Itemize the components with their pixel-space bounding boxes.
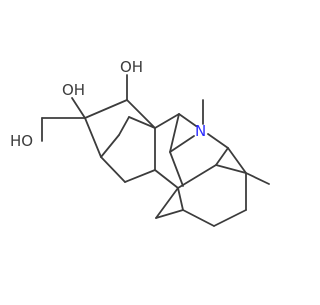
molecule-svg: OH OH HO N (10, 58, 270, 227)
bond (177, 164, 217, 189)
bond (84, 99, 128, 119)
bond (182, 209, 215, 227)
bond (126, 99, 156, 129)
bond (84, 117, 102, 158)
bond (155, 187, 179, 219)
hydroxymethyl-label-left: HO (10, 132, 33, 150)
nitrogen-label: N (195, 122, 206, 140)
bond (177, 187, 184, 211)
atom-labels: OH OH HO N (10, 58, 206, 150)
bond (100, 156, 126, 183)
hydroxyl-label-top: OH (120, 58, 143, 76)
bond (213, 209, 247, 227)
bond-lines (41, 74, 270, 227)
bond (215, 147, 229, 166)
bond (71, 97, 86, 119)
bond (169, 151, 184, 187)
molecule-diagram: OH OH HO N (10, 58, 270, 227)
bond (118, 116, 130, 136)
bond (128, 116, 156, 129)
bond (178, 113, 197, 127)
bond (155, 209, 184, 219)
bond (154, 169, 179, 189)
bond (215, 164, 247, 174)
bond (100, 134, 120, 158)
bond (154, 113, 180, 129)
bond (169, 135, 195, 153)
bond (227, 147, 247, 174)
bond (124, 169, 156, 183)
bond (245, 172, 270, 185)
bond (169, 113, 180, 153)
hydroxyl-label-upper-left: OH (62, 81, 85, 99)
bond (207, 133, 229, 149)
